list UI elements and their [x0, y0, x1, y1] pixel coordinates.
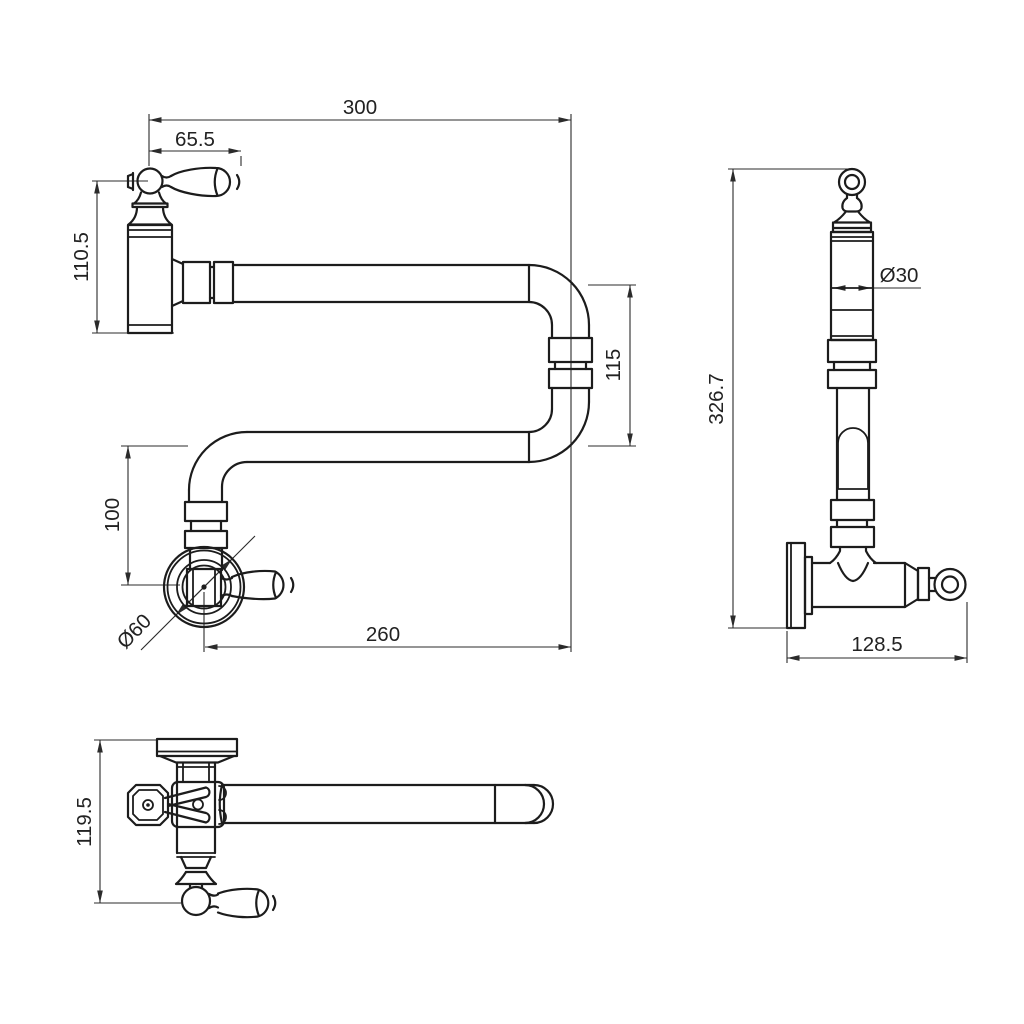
- dim-flange-diameter: Ø60: [113, 610, 156, 654]
- elbow-down: [187, 430, 249, 504]
- spout-arm-top-view: [218, 783, 555, 825]
- wall-flange: [162, 545, 246, 629]
- side-view: [785, 167, 967, 630]
- dim-handle-length: 65.5: [175, 128, 215, 151]
- handle-grip: [216, 887, 270, 919]
- handle-grip: [230, 569, 285, 601]
- side-dimensions: 326.7 Ø30 128.5: [705, 168, 968, 663]
- handle-ball: [136, 167, 164, 195]
- handle-ball: [180, 885, 212, 917]
- dim-drop-height: 100: [101, 498, 124, 532]
- dim-wall-projection: 128.5: [851, 633, 902, 656]
- spout-lower-arm: [245, 430, 531, 464]
- dim-valve-height: 110.5: [70, 232, 93, 282]
- bottom-lever-handle: [219, 569, 295, 601]
- top-lever-handle: [126, 166, 241, 226]
- outlet-union: [170, 257, 235, 308]
- front-view: [126, 166, 594, 629]
- handle-grip: [169, 166, 232, 198]
- flange-center-mark: [201, 584, 207, 590]
- flange-plate: [155, 737, 239, 764]
- column-body: [826, 230, 878, 583]
- end-knob: [933, 567, 967, 602]
- ring-finial: [831, 167, 873, 234]
- wall-bracket: [785, 541, 967, 630]
- dim-overall-height: 326.7: [705, 373, 728, 424]
- lever-knob-top-view: [126, 783, 227, 827]
- dim-pipe-diameter: Ø30: [880, 264, 919, 287]
- valve-bonnet: [127, 205, 173, 226]
- valve-tail-top-view: [174, 852, 277, 919]
- plan-view: [126, 737, 555, 919]
- dim-arm-spacing: 115: [602, 349, 625, 382]
- lower-union: [183, 500, 229, 572]
- plan-dimensions: 119.5: [73, 739, 181, 904]
- dim-overall-width: 300: [343, 96, 377, 119]
- front-dimensions: 300 65.5 110.5 115 100 260 Ø60: [70, 96, 636, 653]
- dim-spout-reach: 260: [366, 623, 400, 646]
- spout-upper-arm: [231, 263, 531, 304]
- dim-overall-depth: 119.5: [73, 797, 96, 847]
- swivel-u-bend: [527, 263, 594, 464]
- upper-valve-body: [126, 223, 174, 335]
